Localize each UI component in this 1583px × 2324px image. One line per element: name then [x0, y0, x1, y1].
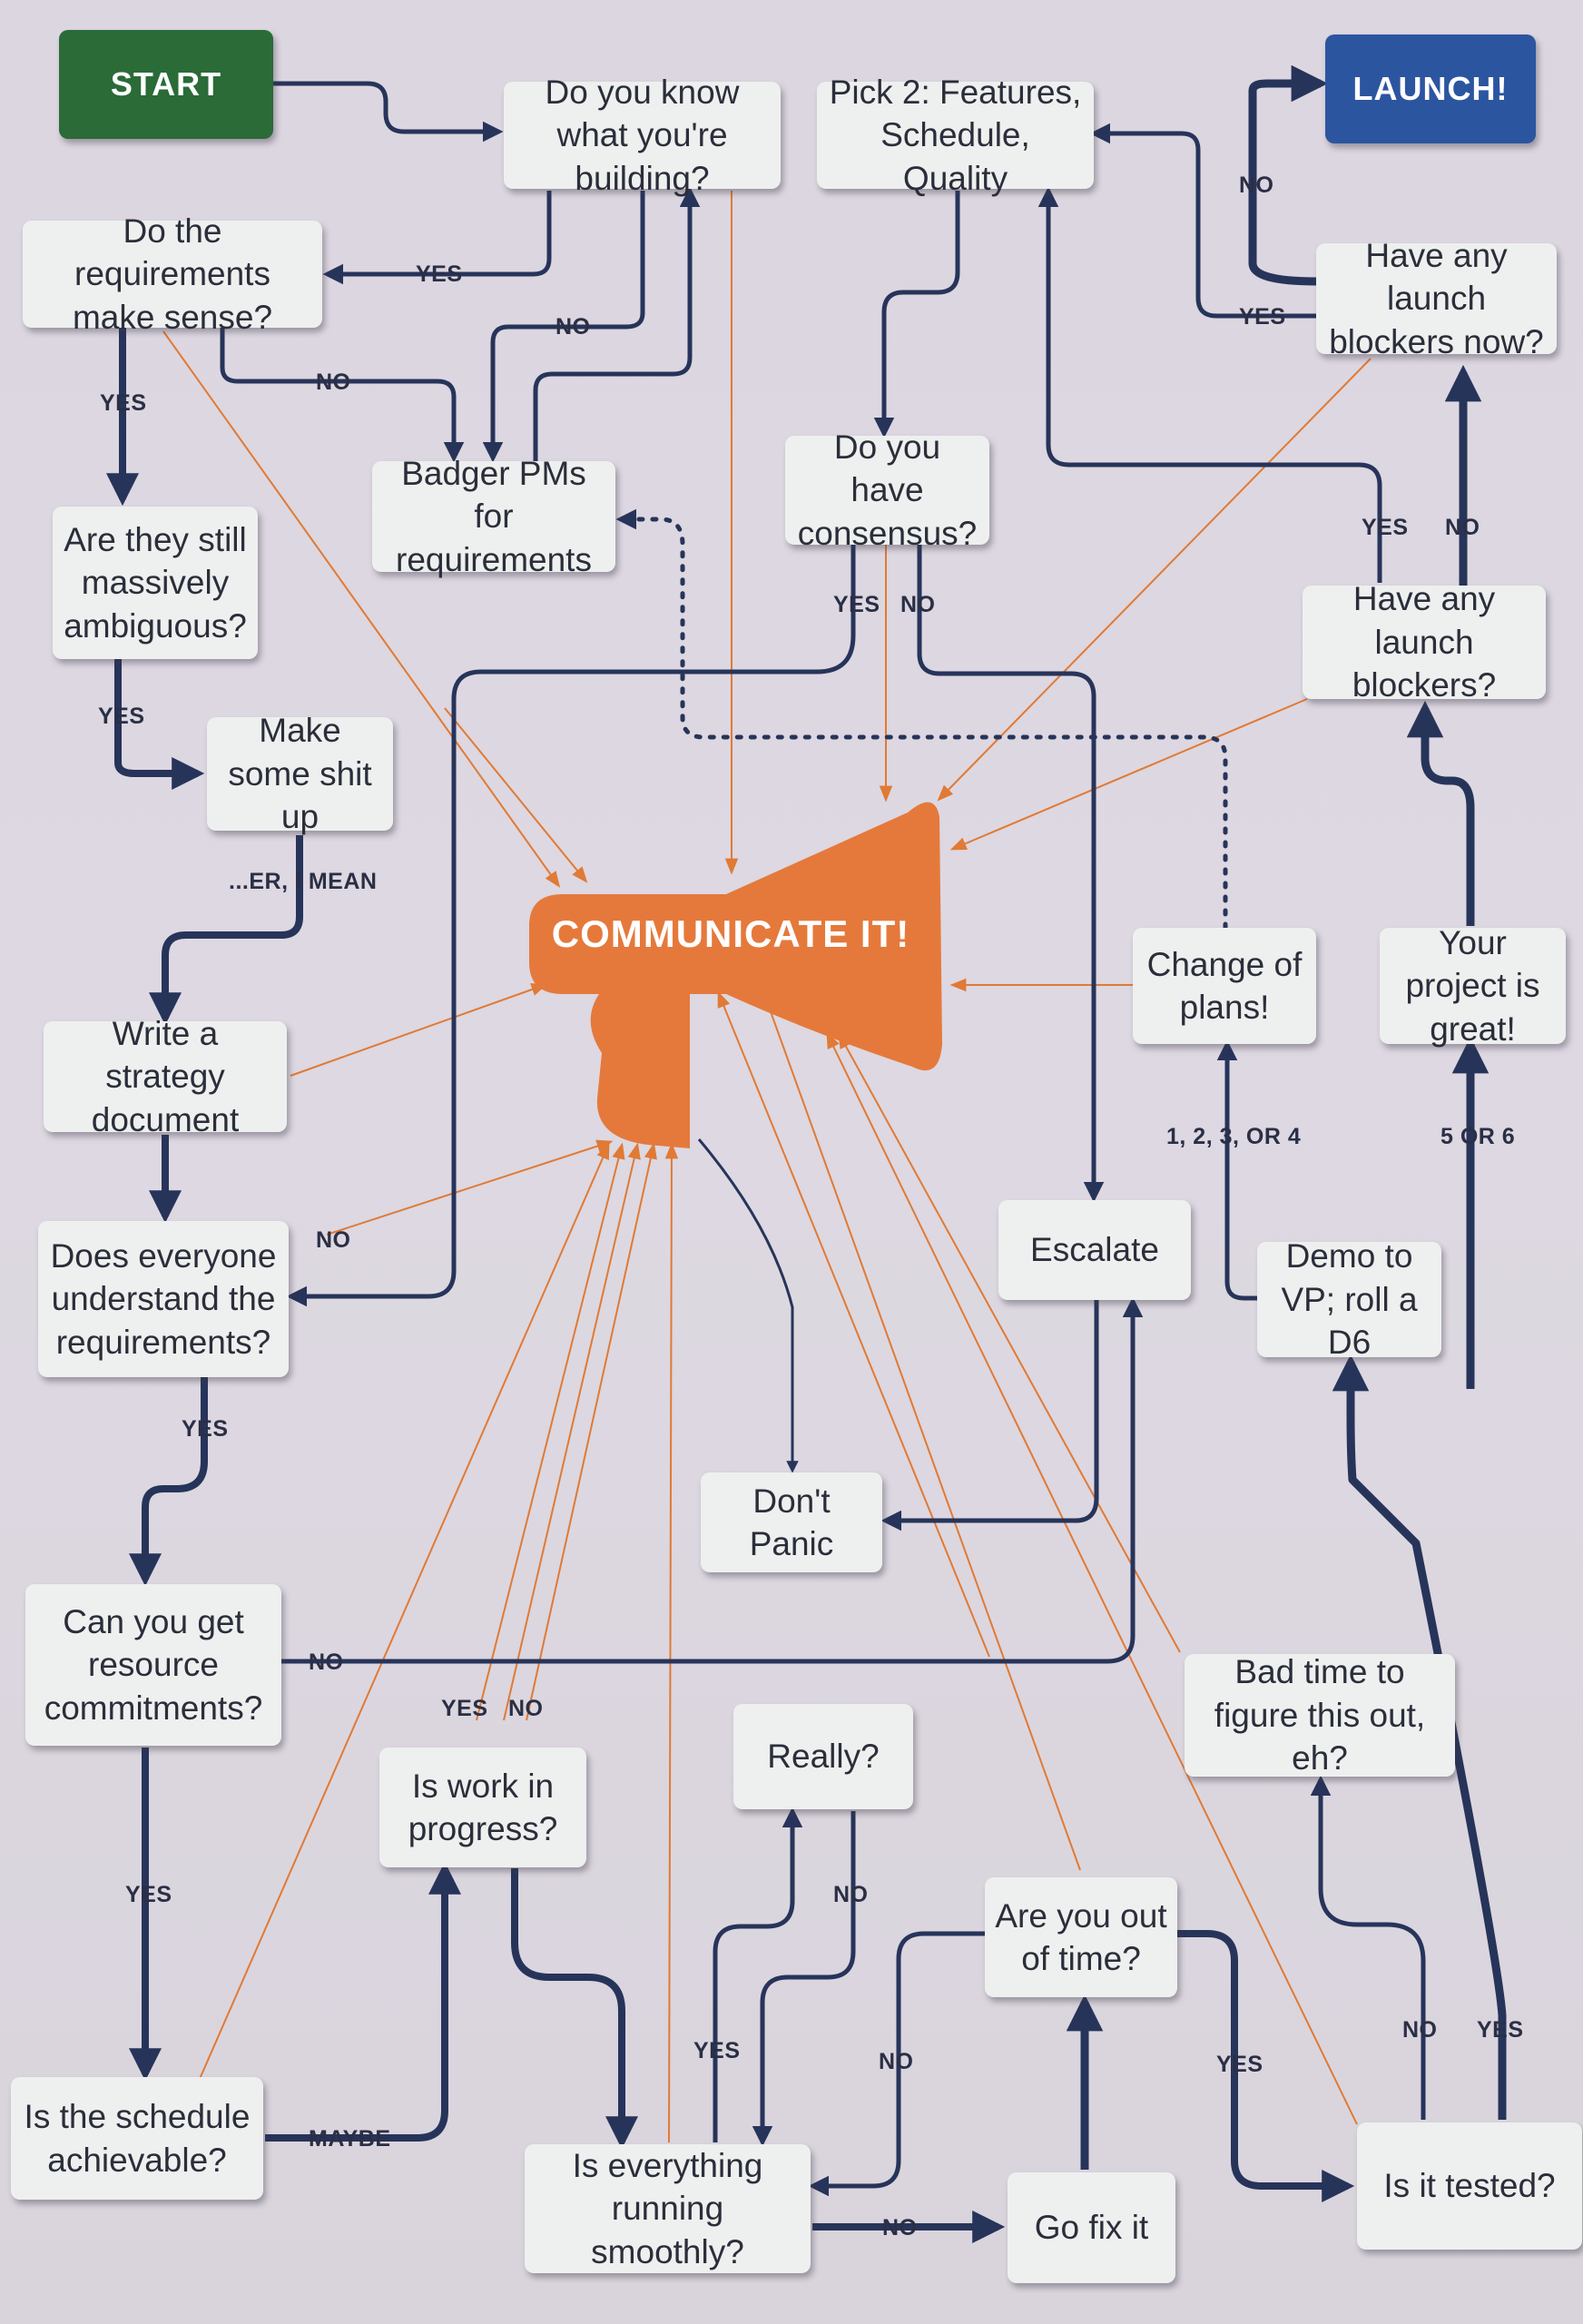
bad-time-node[interactable]: Bad time to figure this out, eh?	[1185, 1653, 1455, 1777]
edge-label: YES	[693, 2038, 741, 2063]
req-sense-node[interactable]: Do the requirements make sense?	[23, 212, 322, 336]
edge-label: NO	[879, 2049, 914, 2074]
strategy-node[interactable]: Write a strategy document	[44, 1015, 287, 1138]
megaphone-icon	[529, 802, 942, 1148]
edge-label: YES	[416, 261, 463, 287]
edge-label: NO	[882, 2215, 918, 2240]
communicate-spokes	[162, 191, 1372, 2143]
dotted-connector	[615, 508, 1228, 931]
fix-node[interactable]: Go fix it	[1008, 2172, 1175, 2283]
edge-label: NO	[316, 369, 351, 395]
launch-blockers-now-node[interactable]: Have any launch blockers now?	[1316, 237, 1557, 360]
communicate-label: COMMUNICATE IT!	[551, 912, 910, 955]
edge-label: ...ER, I MEAN	[229, 869, 378, 894]
edge-label: 1, 2, 3, OR 4	[1166, 1124, 1302, 1149]
edge-label: NO	[508, 1696, 544, 1721]
understand-node[interactable]: Does everyone understand the requirement…	[38, 1221, 289, 1377]
edge-label: YES	[100, 390, 147, 416]
consensus-node[interactable]: Do you have consensus?	[785, 428, 989, 552]
edge-label: YES	[1362, 515, 1409, 540]
escalate-node[interactable]: Escalate	[998, 1200, 1191, 1300]
demo-node[interactable]: Demo to VP; roll a D6	[1257, 1237, 1441, 1361]
know-building-node[interactable]: Do you know what you're building?	[504, 74, 781, 197]
edge-label: YES	[441, 1696, 488, 1721]
edge-label: YES	[833, 592, 880, 617]
edge-label: NO	[316, 1227, 351, 1253]
edge-label: YES	[125, 1882, 172, 1907]
launch-node[interactable]: LAUNCH!	[1325, 34, 1536, 143]
dont-panic-node[interactable]: Don't Panic	[701, 1472, 882, 1572]
edge-label: NO	[833, 1882, 869, 1907]
resource-node[interactable]: Can you get resource commitments?	[25, 1584, 281, 1746]
edge-label: NO	[1402, 2017, 1438, 2043]
flow-lines	[106, 64, 1507, 2243]
schedule-node[interactable]: Is the schedule achievable?	[11, 2077, 263, 2200]
edge-label: NO	[1445, 515, 1480, 540]
project-great-node[interactable]: Your project is great!	[1380, 924, 1566, 1048]
edge-label: NO	[900, 592, 936, 617]
ambiguous-node[interactable]: Are they still massively ambiguous?	[53, 507, 258, 659]
pick2-node[interactable]: Pick 2: Features, Schedule, Quality	[817, 74, 1094, 197]
out-of-time-node[interactable]: Are you out of time?	[985, 1877, 1177, 1997]
edge-label: YES	[1239, 304, 1286, 330]
edge-label: 5 OR 6	[1440, 1124, 1516, 1149]
edge-label: YES	[1477, 2017, 1524, 2043]
really-node[interactable]: Really?	[733, 1704, 913, 1809]
smoothly-node[interactable]: Is everything running smoothly?	[525, 2144, 811, 2273]
edge-label: NO	[556, 314, 591, 340]
change-plans-node[interactable]: Change of plans!	[1133, 928, 1316, 1044]
edge-label: MAYBE	[309, 2126, 391, 2152]
launch-blockers-node[interactable]: Have any launch blockers?	[1303, 580, 1546, 704]
edge-label: NO	[309, 1649, 344, 1675]
edge-label: YES	[1216, 2052, 1263, 2077]
edge-label: YES	[98, 704, 145, 729]
tested-node[interactable]: Is it tested?	[1357, 2122, 1582, 2250]
edge-label: NO	[1239, 172, 1274, 198]
work-progress-node[interactable]: Is work in progress?	[379, 1748, 586, 1867]
start-node[interactable]: START	[59, 30, 273, 139]
badger-node[interactable]: Badger PMs for requirements	[372, 455, 615, 578]
make-up-node[interactable]: Make some shit up	[207, 712, 393, 835]
edge-label: YES	[182, 1416, 229, 1442]
